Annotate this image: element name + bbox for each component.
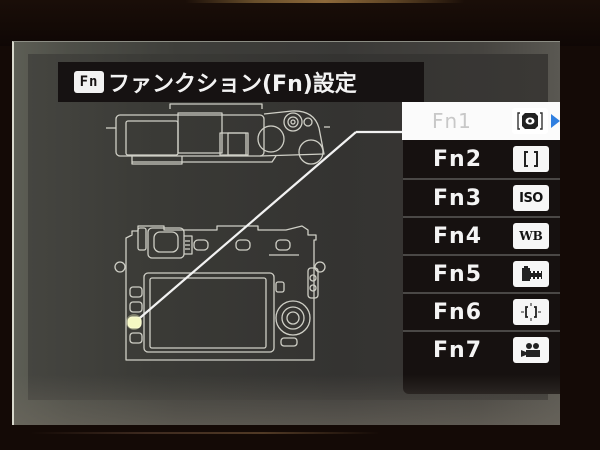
film-simulation-icon	[513, 261, 549, 287]
fn-button-menu: Fn1 Fn2 Fn3 ISO F	[402, 102, 560, 394]
menu-item-label: Fn6	[433, 299, 482, 325]
face-detection-icon	[512, 108, 548, 134]
menu-item-label: Fn3	[433, 185, 482, 211]
menu-item-label: Fn1	[432, 109, 472, 133]
menu-item-label: Fn7	[433, 337, 482, 363]
page-title: ファンクション(Fn)設定	[108, 72, 357, 97]
highlighted-fn-button	[127, 316, 142, 329]
menu-item-fn1[interactable]: Fn1	[402, 102, 560, 140]
menu-item-fn2[interactable]: Fn2	[403, 140, 560, 178]
camera-bezel-top	[0, 0, 600, 46]
menu-item-label: Fn2	[433, 146, 482, 172]
pointer-line	[133, 131, 357, 324]
iso-icon: ISO	[513, 185, 549, 211]
menu-item-label: Fn5	[433, 261, 482, 287]
af-frame-icon	[513, 146, 549, 172]
menu-item-fn3[interactable]: Fn3 ISO	[403, 178, 560, 216]
camera-back-view	[114, 225, 326, 361]
bezel-reflection-bottom	[30, 432, 380, 434]
chevron-right-icon[interactable]	[551, 114, 560, 128]
white-balance-icon: WB	[513, 223, 549, 249]
menu-item-fn4[interactable]: Fn4 WB	[403, 216, 560, 254]
af-mode-icon	[513, 299, 549, 325]
movie-icon	[513, 337, 549, 363]
menu-item-fn7[interactable]: Fn7	[403, 330, 560, 368]
lcd-screen: Fn ファンクション(Fn)設定	[12, 41, 560, 425]
bezel-reflection	[185, 0, 465, 3]
title-bar: Fn ファンクション(Fn)設定	[58, 62, 424, 102]
camera-diagram	[106, 103, 402, 361]
camera-top-view	[106, 103, 330, 165]
fn-badge-icon: Fn	[74, 71, 104, 93]
menu-item-label: Fn4	[433, 223, 482, 249]
menu-item-fn6[interactable]: Fn6	[403, 292, 560, 330]
menu-item-fn5[interactable]: Fn5	[403, 254, 560, 292]
